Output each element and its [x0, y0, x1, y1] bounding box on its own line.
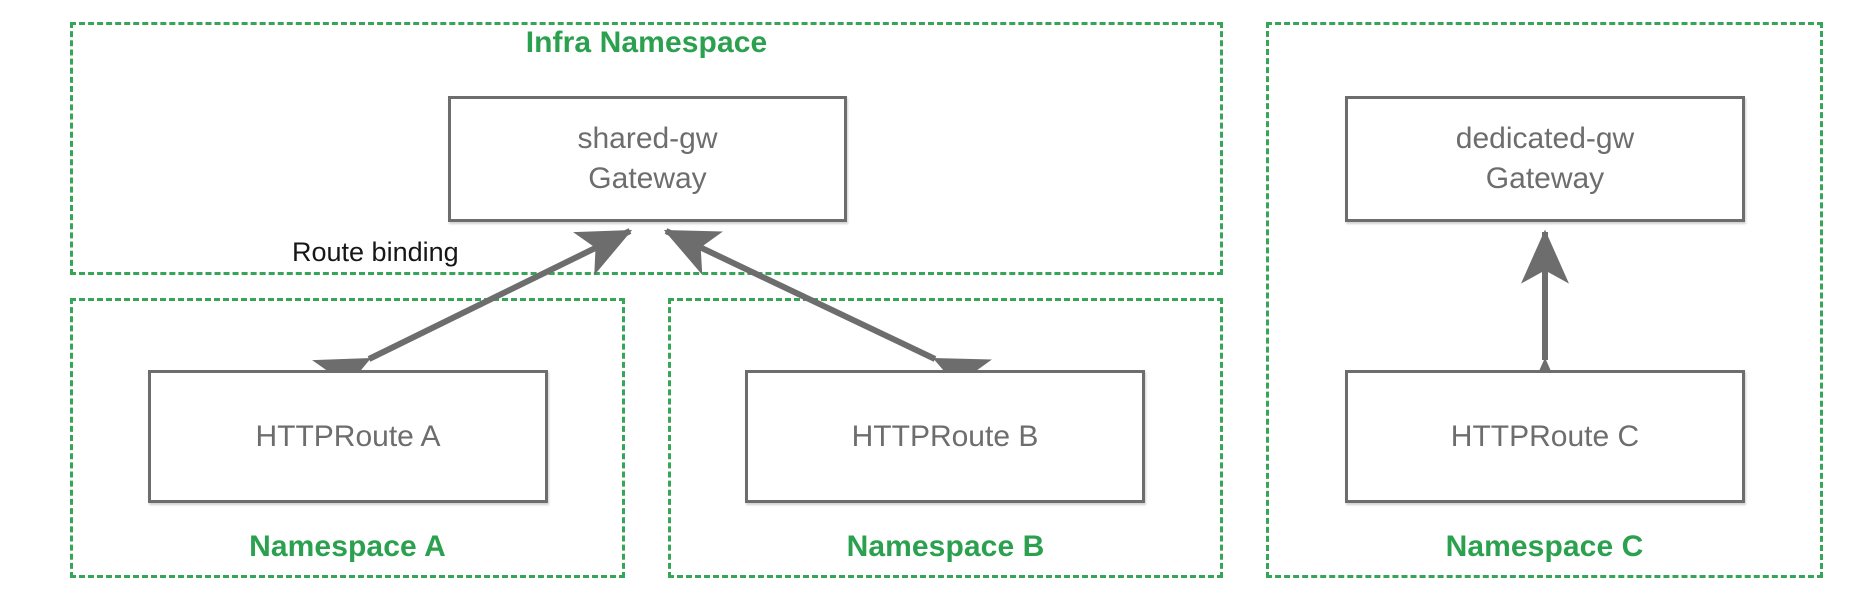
- namespace-label-b: Namespace B: [846, 530, 1045, 563]
- namespace-box-c: [1266, 22, 1823, 578]
- resource-box-httproute-b[interactable]: HTTPRoute B: [745, 370, 1145, 503]
- resource-box-shared-gw[interactable]: shared-gw Gateway: [448, 96, 847, 222]
- resource-box-httproute-c[interactable]: HTTPRoute C: [1345, 370, 1745, 503]
- namespace-label-infra: Infra Namespace: [525, 26, 768, 59]
- namespace-label-c: Namespace C: [1445, 530, 1644, 563]
- resource-box-httproute-a[interactable]: HTTPRoute A: [148, 370, 548, 503]
- namespace-box-infra: [70, 22, 1223, 275]
- edge-label-route-binding: Route binding: [292, 237, 459, 267]
- namespace-label-a: Namespace A: [249, 530, 446, 563]
- resource-box-dedicated-gw[interactable]: dedicated-gw Gateway: [1345, 96, 1745, 222]
